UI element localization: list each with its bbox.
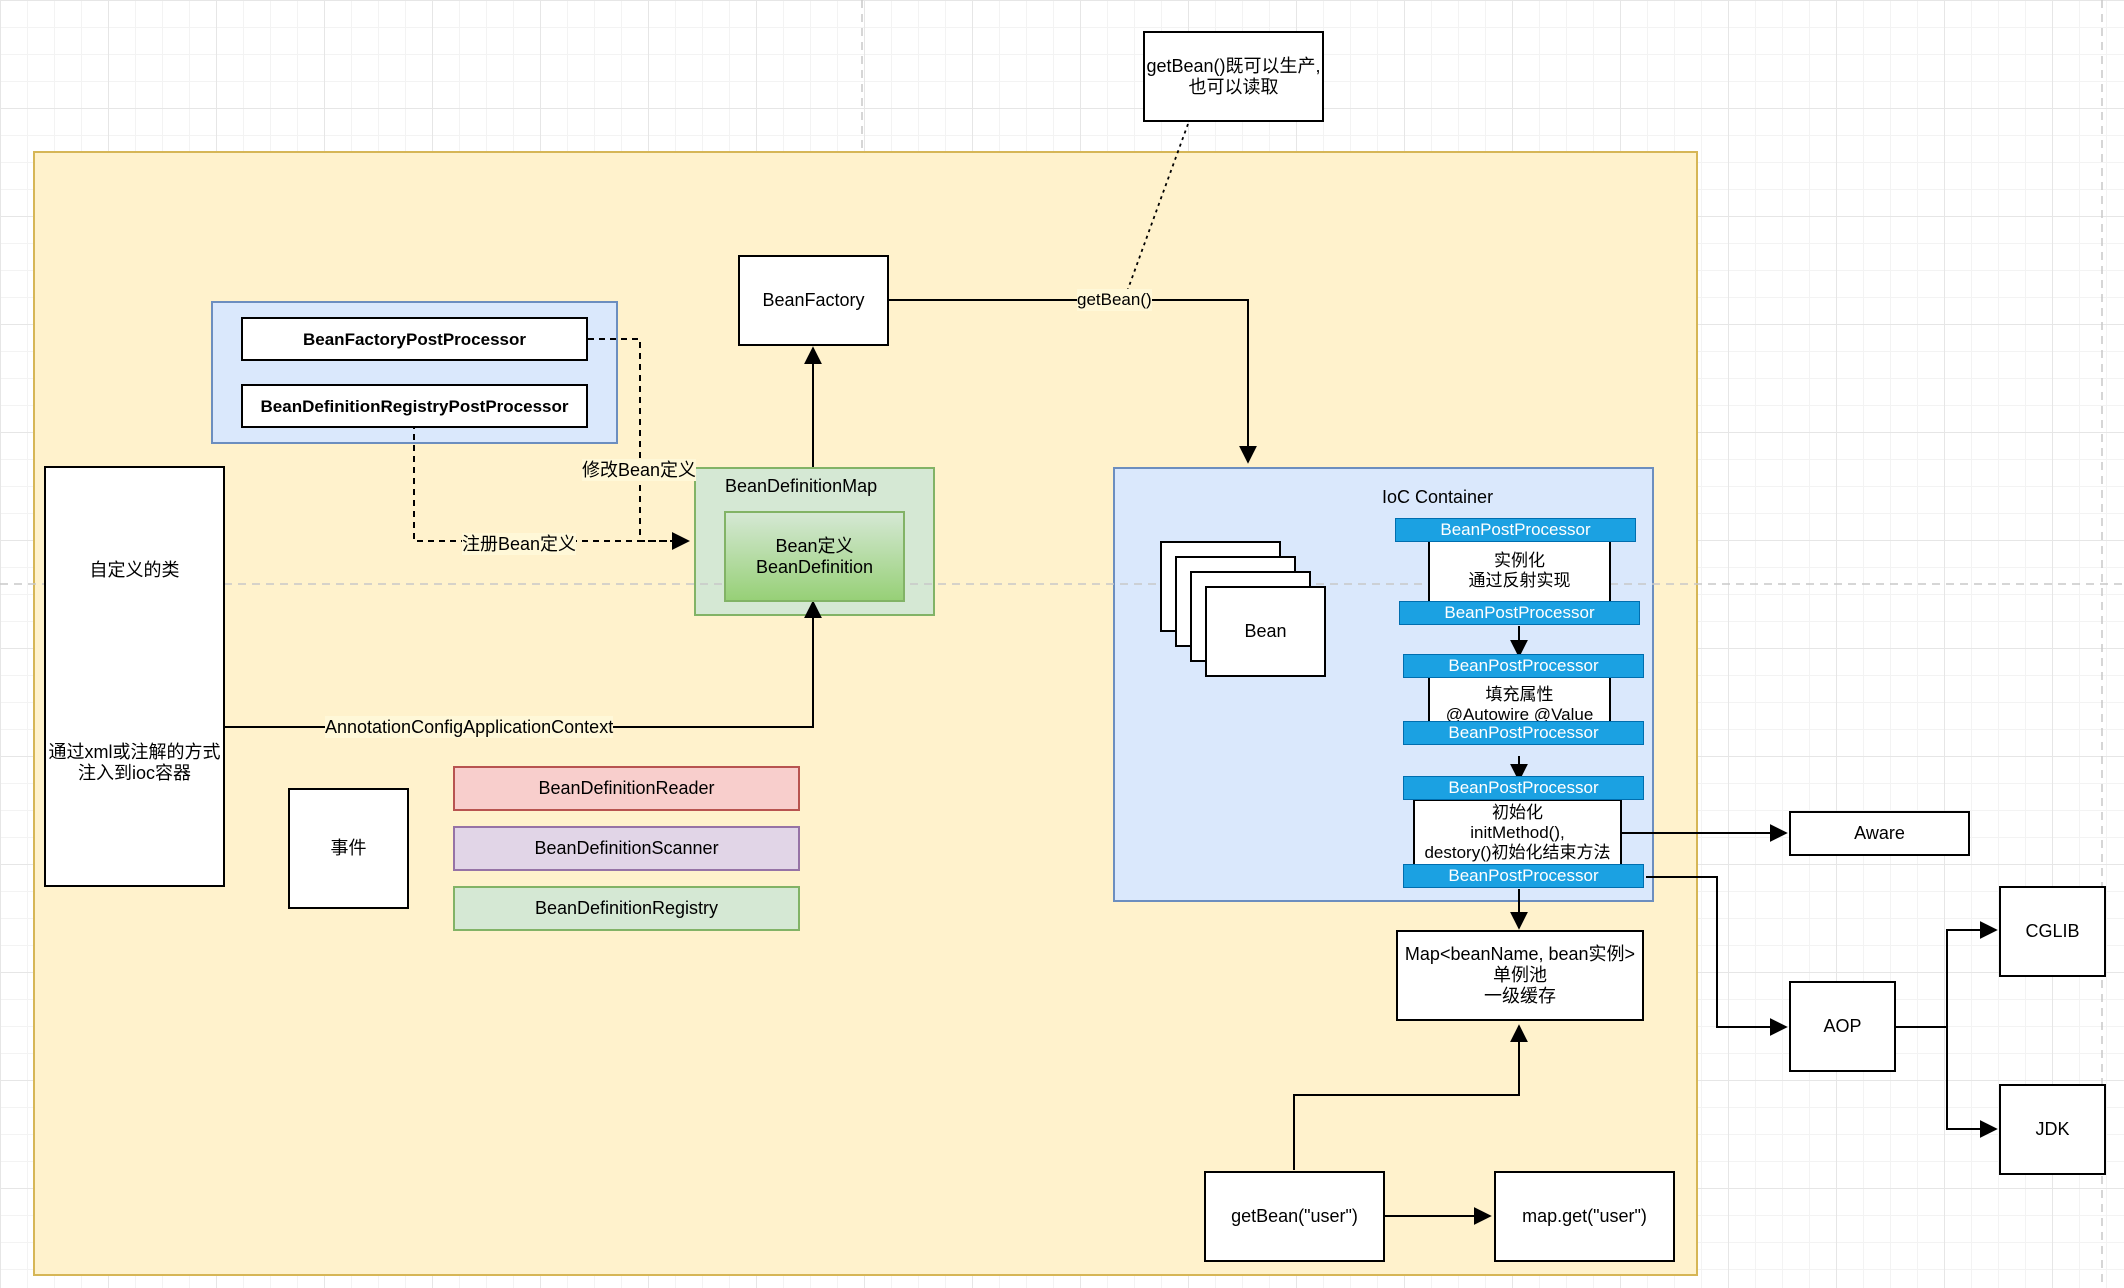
bean-definition-scanner-label: BeanDefinitionScanner	[534, 838, 719, 858]
bean-definition-node: Bean定义 BeanDefinition	[724, 511, 905, 602]
aop-edge	[1646, 876, 1788, 1036]
register-bean-definition-label: 注册Bean定义	[462, 533, 577, 555]
bean-factory-node: BeanFactory	[738, 255, 889, 346]
init-step: 初始化 initMethod(), destory()初始化结束方法	[1413, 799, 1622, 867]
jdk-edge	[1946, 1027, 1998, 1138]
bean-definition-registry-post-processor-label: BeanDefinitionRegistryPostProcessor	[260, 396, 569, 416]
bpp-before-instantiate: BeanPostProcessor	[1395, 518, 1636, 542]
bean-factory-post-processor-label: BeanFactoryPostProcessor	[303, 329, 526, 349]
bpp-before-populate: BeanPostProcessor	[1403, 654, 1644, 678]
getbean-user-to-map-edge	[1293, 1024, 1528, 1170]
cglib-edge	[1894, 921, 1998, 1028]
init-line-1: 初始化	[1492, 803, 1543, 822]
cglib-label: CGLIB	[2025, 921, 2080, 941]
bean-factory-post-processor-node: BeanFactoryPostProcessor	[241, 317, 588, 361]
bean-definition-reader-label: BeanDefinitionReader	[538, 778, 715, 798]
custom-class-line-3: 注入到ioc容器	[77, 763, 191, 783]
note-connector	[1123, 123, 1189, 301]
bean-definition-registry-node: BeanDefinitionRegistry	[453, 886, 800, 931]
singleton-map-line-3: 一级缓存	[1484, 986, 1556, 1006]
bpp-before-init: BeanPostProcessor	[1403, 776, 1644, 800]
bean-label: Bean	[1244, 621, 1287, 641]
singleton-map-line-1: Map<beanName, bean实例>	[1404, 944, 1636, 964]
map-get-user-node: map.get("user")	[1494, 1171, 1675, 1262]
jdk-node: JDK	[1999, 1084, 2106, 1175]
custom-class-node: 自定义的类 通过xml或注解的方式 注入到ioc容器	[44, 466, 225, 887]
populate-line-1: 填充属性	[1485, 685, 1554, 704]
singleton-map-node: Map<beanName, bean实例> 单例池 一级缓存	[1396, 930, 1644, 1021]
populate-line-2: @Autowire @Value	[1445, 705, 1594, 724]
register-edge	[413, 423, 690, 550]
bean-definition-scanner-node: BeanDefinitionScanner	[453, 826, 800, 871]
instantiate-line-2: 通过反射实现	[1468, 571, 1571, 590]
bean-definition-registry-post-processor-node: BeanDefinitionRegistryPostProcessor	[241, 384, 588, 428]
bean-definition-map-title: BeanDefinitionMap	[725, 476, 878, 496]
getbean-edge	[889, 299, 1257, 464]
cglib-node: CGLIB	[1999, 886, 2106, 977]
event-node: 事件	[288, 788, 409, 909]
getbean-edge-label: getBean()	[1077, 289, 1152, 311]
instantiate-step: 实例化 通过反射实现	[1428, 537, 1611, 605]
modify-edge	[588, 338, 690, 550]
note-line-1: getBean()既可以生产,	[1146, 55, 1321, 76]
note-box: getBean()既可以生产, 也可以读取	[1143, 31, 1324, 122]
map-get-user-label: map.get("user")	[1522, 1206, 1647, 1226]
context-edge-label: AnnotationConfigApplicationContext	[325, 716, 614, 738]
custom-class-line-2: 通过xml或注解的方式	[48, 742, 221, 762]
bpp-after-init: BeanPostProcessor	[1403, 864, 1644, 888]
aop-label: AOP	[1823, 1016, 1862, 1036]
bean-definition-reader-node: BeanDefinitionReader	[453, 766, 800, 811]
bean-definition-registry-label: BeanDefinitionRegistry	[534, 898, 719, 918]
bean-definition-line-2: BeanDefinition	[755, 556, 874, 577]
singleton-map-line-2: 单例池	[1493, 965, 1547, 985]
event-label: 事件	[330, 838, 367, 858]
note-line-2: 也可以读取	[1188, 76, 1279, 97]
bean-stack-card-4: Bean	[1205, 586, 1326, 677]
bpp-after-instantiate: BeanPostProcessor	[1399, 601, 1640, 625]
bpp-after-populate: BeanPostProcessor	[1403, 721, 1644, 745]
ioc-container-title: IoC Container	[1382, 487, 1494, 507]
bean-factory-label: BeanFactory	[762, 290, 865, 310]
aop-node: AOP	[1789, 981, 1896, 1072]
init-line-2: initMethod(),	[1470, 823, 1565, 842]
instantiate-line-1: 实例化	[1494, 551, 1545, 570]
modify-bean-definition-label: 修改Bean定义	[582, 459, 697, 481]
getbean-user-label: getBean("user")	[1231, 1206, 1358, 1226]
jdk-label: JDK	[2035, 1119, 2070, 1139]
getbean-user-node: getBean("user")	[1204, 1171, 1385, 1262]
context-edge	[225, 600, 822, 728]
bean-definition-line-1: Bean定义	[775, 535, 854, 556]
custom-class-line-1: 自定义的类	[89, 560, 180, 580]
init-line-3: destory()初始化结束方法	[1424, 843, 1611, 862]
aware-node: Aware	[1789, 811, 1970, 856]
aware-label: Aware	[1854, 823, 1905, 843]
